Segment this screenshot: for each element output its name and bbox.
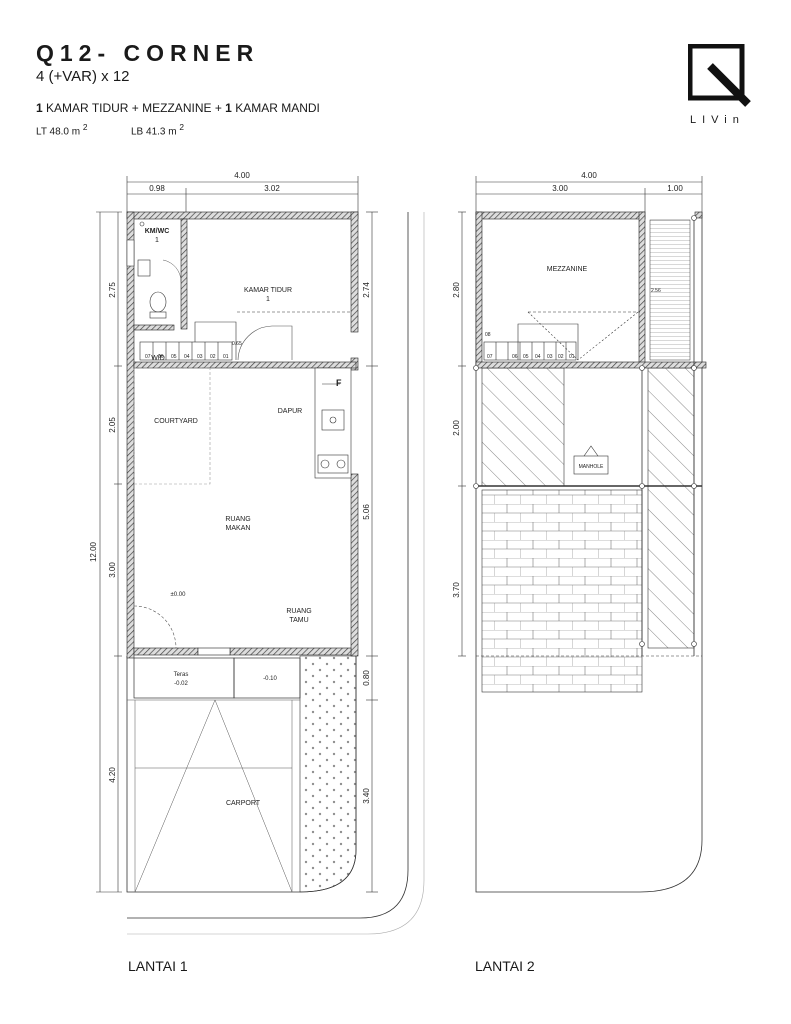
stair-step-07: 07 [145, 354, 151, 360]
building-area-text: LB 41.3 m [131, 126, 177, 138]
f2-stair-step-01: 01 [569, 354, 575, 360]
level-minus-010: -0.10 [263, 676, 277, 682]
fridge-mark: F [336, 378, 342, 388]
floor-1-plan: 4.00 0.98 3.02 2.75 2.05 3.00 4.20 12.00… [89, 171, 425, 935]
f2-stair-step-04: 04 [535, 354, 541, 360]
f2-stair-step-06: 06 [512, 354, 518, 360]
stair-step-01: 01 [223, 354, 229, 360]
bedroom-count: 1 [36, 101, 43, 115]
dim-left-total: 12.00 [89, 541, 98, 562]
stair-step-04: 04 [184, 354, 190, 360]
manhole-label: MANHOLE [579, 464, 604, 470]
f2-dim-top-left: 3.00 [552, 184, 568, 193]
dim-left-3: 3.00 [108, 562, 117, 578]
dim-right-4: 3.40 [362, 788, 371, 804]
room-ruang-tamu-2: TAMU [289, 617, 308, 624]
room-kmwc: KM/WC [145, 228, 170, 235]
floor-2-label: LANTAI 2 [475, 958, 535, 974]
room-wd: W/D [151, 355, 165, 362]
room-ruang-makan-1: RUANG [225, 516, 250, 523]
room-courtyard: COURTYARD [154, 418, 198, 425]
level-zero: ±0.00 [171, 592, 187, 598]
dim-top-total: 4.00 [234, 171, 250, 180]
bathroom-count: 1 [225, 101, 232, 115]
land-area-unit: 2 [82, 122, 88, 132]
land-area: LT 48.0 m 2 [36, 122, 88, 137]
room-kamar-tidur: KAMAR TIDUR [244, 287, 292, 294]
dim-top-right: 3.02 [264, 184, 280, 193]
q-logo-icon [688, 44, 751, 107]
teras-level: -0.02 [174, 681, 188, 687]
room-kmwc-num: 1 [155, 237, 159, 244]
room-ruang-makan-2: MAKAN [226, 525, 251, 532]
f2-dim-left-3: 3.70 [452, 582, 461, 598]
page-subtitle: 4 (+VAR) x 12 [36, 68, 130, 85]
dim-left-4: 4.20 [108, 767, 117, 783]
dim-left-2: 2.05 [108, 417, 117, 433]
f2-stair-step-05: 05 [523, 354, 529, 360]
dim-right-1: 2.74 [362, 282, 371, 298]
desc-part-2: KAMAR MANDI [231, 101, 320, 115]
stair-step-02: 02 [210, 354, 216, 360]
dim-top-left: 0.98 [149, 184, 165, 193]
f2-stair-step-08: 08 [485, 332, 491, 338]
floor-2-plan: 4.00 3.00 1.00 2.80 2.00 3.70 [452, 171, 707, 893]
brand-name: LIVin [690, 114, 745, 126]
dim-left-1: 2.75 [108, 282, 117, 298]
f2-dim-left-1: 2.80 [452, 282, 461, 298]
room-kamar-num: 1 [266, 296, 270, 303]
f2-stair-step-02: 02 [558, 354, 564, 360]
room-mezzanine: MEZZANINE [547, 266, 588, 273]
f2-stair-step-07: 07 [487, 354, 493, 360]
dim-right-3: 0.80 [362, 670, 371, 686]
f2-stair-step-03: 03 [547, 354, 553, 360]
room-teras: Teras [174, 672, 189, 678]
room-ruang-tamu-1: RUANG [286, 608, 311, 615]
desc-part-1: KAMAR TIDUR + MEZZANINE + [42, 101, 226, 115]
dim-right-2: 5.06 [362, 504, 371, 520]
floor-1-label: LANTAI 1 [128, 958, 188, 974]
stair-elev: 0.65 [232, 341, 242, 347]
page-title: Q12- CORNER [36, 40, 260, 66]
building-area: LB 41.3 m 2 [131, 122, 184, 137]
building-area-unit: 2 [179, 122, 185, 132]
f2-dim-top-right: 1.00 [667, 184, 683, 193]
room-dapur: DAPUR [278, 408, 303, 415]
land-area-text: LT 48.0 m [36, 126, 81, 138]
f2-dim-top-total: 4.00 [581, 171, 597, 180]
stair-step-06: 06 [158, 354, 164, 360]
stair-step-05: 05 [171, 354, 177, 360]
room-carport: CARPORT [226, 800, 261, 807]
stair-step-03: 03 [197, 354, 203, 360]
f2-level: 2.56 [651, 288, 661, 294]
f2-dim-left-2: 2.00 [452, 420, 461, 436]
unit-description: 1 KAMAR TIDUR + MEZZANINE + 1 KAMAR MAND… [36, 101, 320, 115]
